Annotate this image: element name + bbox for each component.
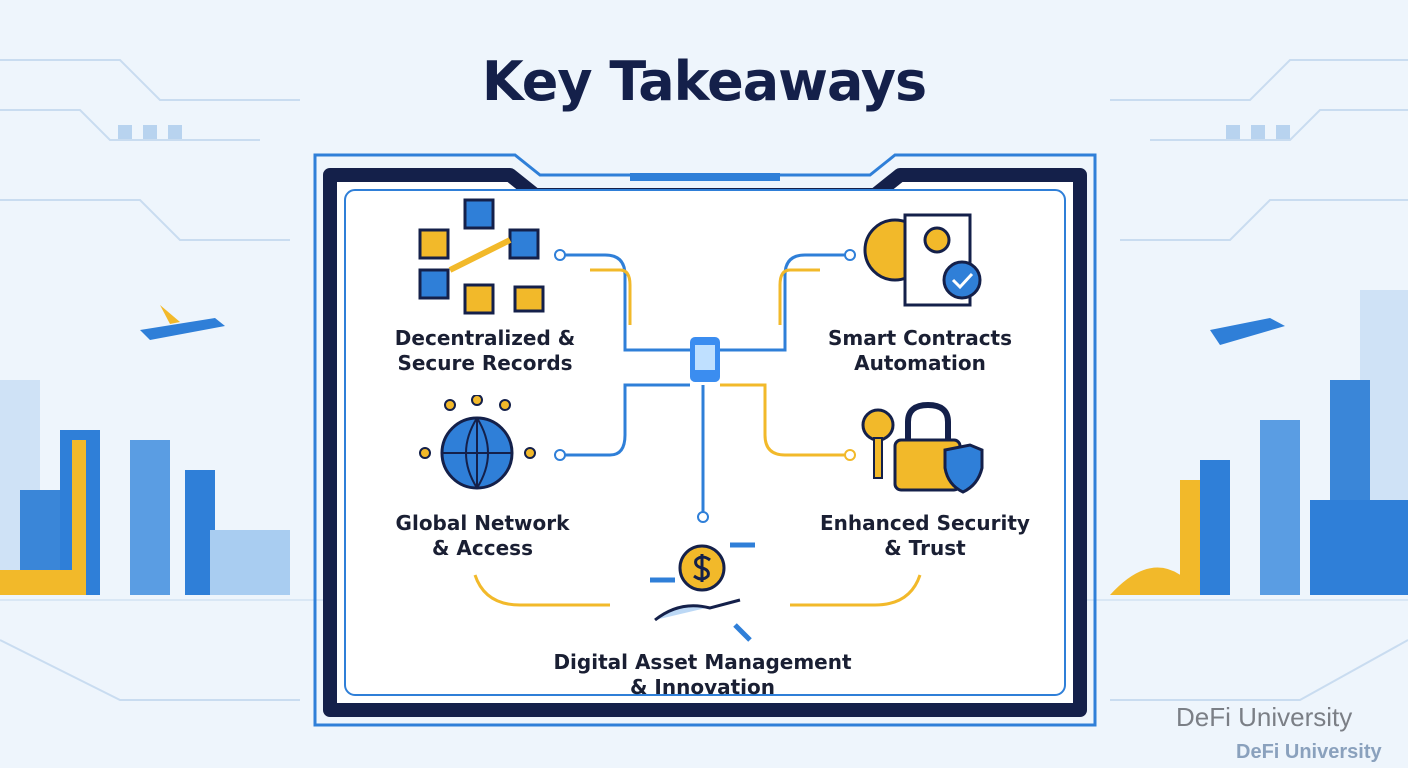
key-padlock-shield-icon	[861, 401, 984, 494]
item-digital-asset-management: Digital Asset Management& Innovation	[550, 650, 855, 700]
watermark: DeFi University	[1176, 702, 1353, 732]
label-line: Enhanced Security	[820, 511, 1030, 535]
blockchain-cubes-lock-icon	[418, 198, 545, 315]
label-line: & Access	[432, 536, 533, 560]
right-city-skyline	[1110, 290, 1408, 595]
left-city-skyline	[0, 305, 290, 595]
item-global-network-access: Global Network& Access	[385, 511, 580, 561]
watermark-logo: DeFi University	[1236, 741, 1382, 763]
label-line: Decentralized &	[394, 326, 576, 350]
label-line: Automation	[854, 351, 986, 375]
globe-network-icon	[419, 395, 536, 490]
dollar-sign-icon	[693, 554, 711, 582]
hand-coin-cycle-icon	[650, 542, 755, 642]
item-enhanced-security-trust: Enhanced Security& Trust	[815, 511, 1035, 561]
item-decentralized-secure-records: Decentralized &Secure Records	[380, 326, 590, 376]
label-line: Secure Records	[397, 351, 573, 375]
label-line: Global Network	[395, 511, 570, 535]
gear-contract-check-icon	[863, 213, 982, 307]
label-line: Smart Contracts	[827, 326, 1013, 350]
label-line: & Trust	[884, 536, 966, 560]
page-title: Key Takeaways	[481, 50, 927, 113]
label-line: Digital Asset Management	[553, 650, 852, 674]
label-line: & Innovation	[630, 675, 775, 699]
